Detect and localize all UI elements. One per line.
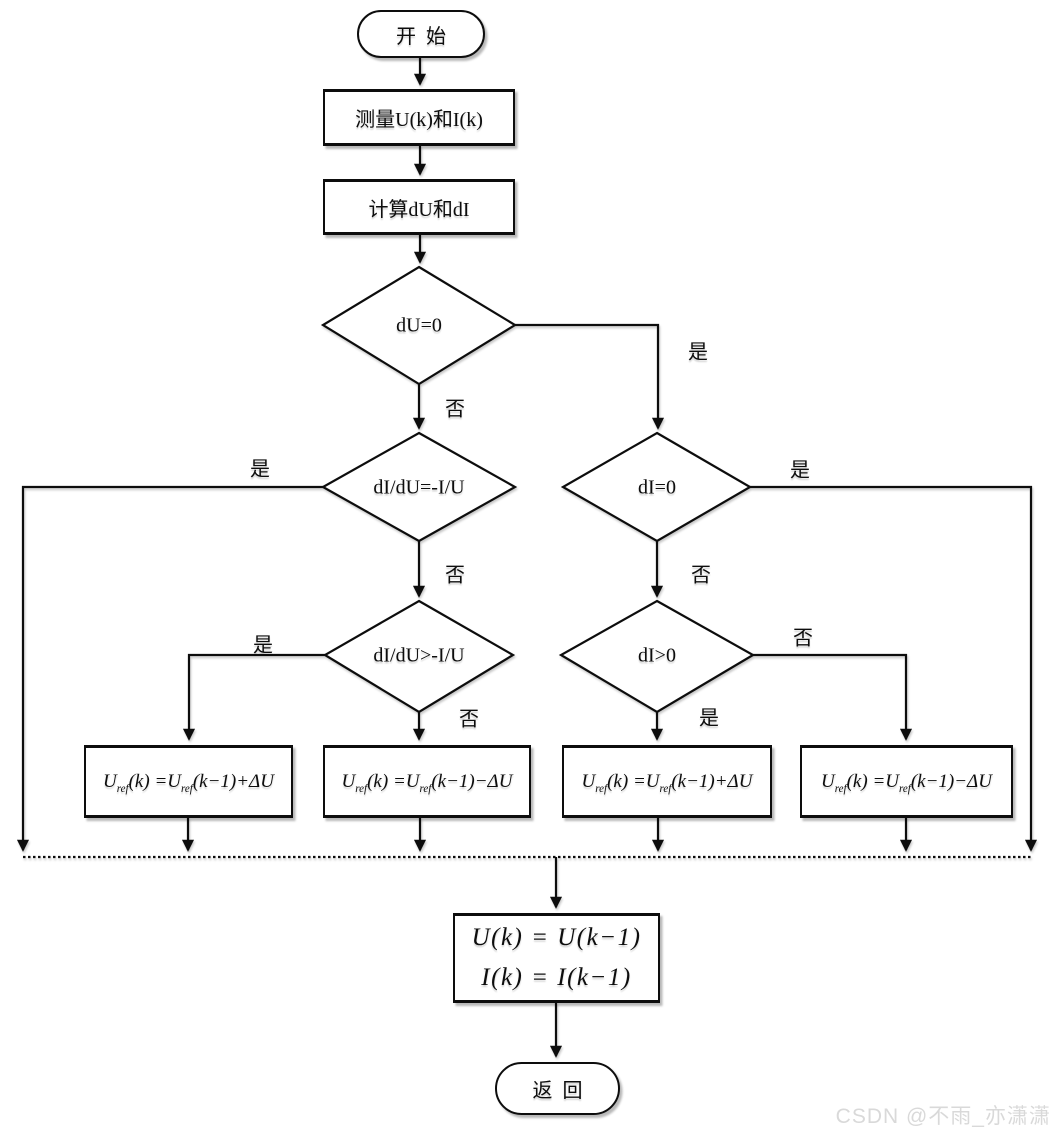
branch-d4-no-label: 否 — [459, 708, 479, 731]
return-terminator: 返回 — [495, 1062, 620, 1115]
action-formula-2: Uref(k) =Uref(k−1)−ΔU — [341, 770, 513, 795]
branch-d2-no-label: 否 — [445, 564, 465, 587]
branch-d1-yes-label: 是 — [688, 341, 708, 364]
branch-d3-no-label: 否 — [691, 564, 711, 587]
branch-d3-yes-label: 是 — [790, 459, 810, 482]
update-line-1: U(k) = U(k−1) — [471, 924, 642, 951]
decision-didu-eq-label: dI/dU=-I/U — [373, 476, 465, 499]
return-label: 返回 — [532, 1080, 593, 1102]
start-terminator: 开始 — [357, 10, 485, 58]
decision-du-zero-label: dU=0 — [396, 314, 442, 337]
decision-di-gt-zero-label: dI>0 — [638, 644, 676, 667]
action-formula-4: Uref(k) =Uref(k−1)−ΔU — [821, 770, 992, 795]
branch-d5-yes-label: 是 — [699, 707, 719, 730]
branch-d4-yes-label: 是 — [253, 634, 273, 657]
edge-d3-yes — [750, 485, 1038, 852]
decision-di-zero-label: dI=0 — [638, 476, 676, 499]
edge-d2-yes — [16, 485, 323, 852]
calc-process-box: 计算dU和dI — [323, 179, 515, 235]
update-box: U(k) = U(k−1) I(k) = I(k−1) — [453, 913, 660, 1003]
start-label: 开始 — [396, 25, 456, 48]
edge-d5-no — [753, 653, 913, 741]
edge-d4-yes — [182, 653, 325, 741]
measure-process-box: 测量U(k)和I(k) — [323, 89, 515, 146]
branch-d5-no-label: 否 — [793, 627, 813, 650]
branch-d2-yes-label: 是 — [250, 458, 270, 481]
measure-label: 测量U(k)和I(k) — [355, 109, 483, 131]
action-box-1: Uref(k) =Uref(k−1)+ΔU — [84, 745, 293, 818]
action-formula-1: Uref(k) =Uref(k−1)+ΔU — [103, 770, 274, 795]
update-line-2: I(k) = I(k−1) — [481, 964, 632, 991]
action-formula-3: Uref(k) =Uref(k−1)+ΔU — [581, 770, 753, 795]
action-box-2: Uref(k) =Uref(k−1)−ΔU — [323, 745, 531, 818]
edge-d1-yes — [515, 323, 665, 430]
decision-didu-gt-label: dI/dU>-I/U — [373, 644, 465, 667]
action-box-4: Uref(k) =Uref(k−1)−ΔU — [800, 745, 1013, 818]
csdn-watermark: CSDN @不雨_亦潇潇 — [835, 1105, 1051, 1128]
branch-d1-no-label: 否 — [445, 398, 465, 421]
calc-label: 计算dU和dI — [368, 198, 470, 221]
action-box-3: Uref(k) =Uref(k−1)+ΔU — [562, 745, 772, 818]
